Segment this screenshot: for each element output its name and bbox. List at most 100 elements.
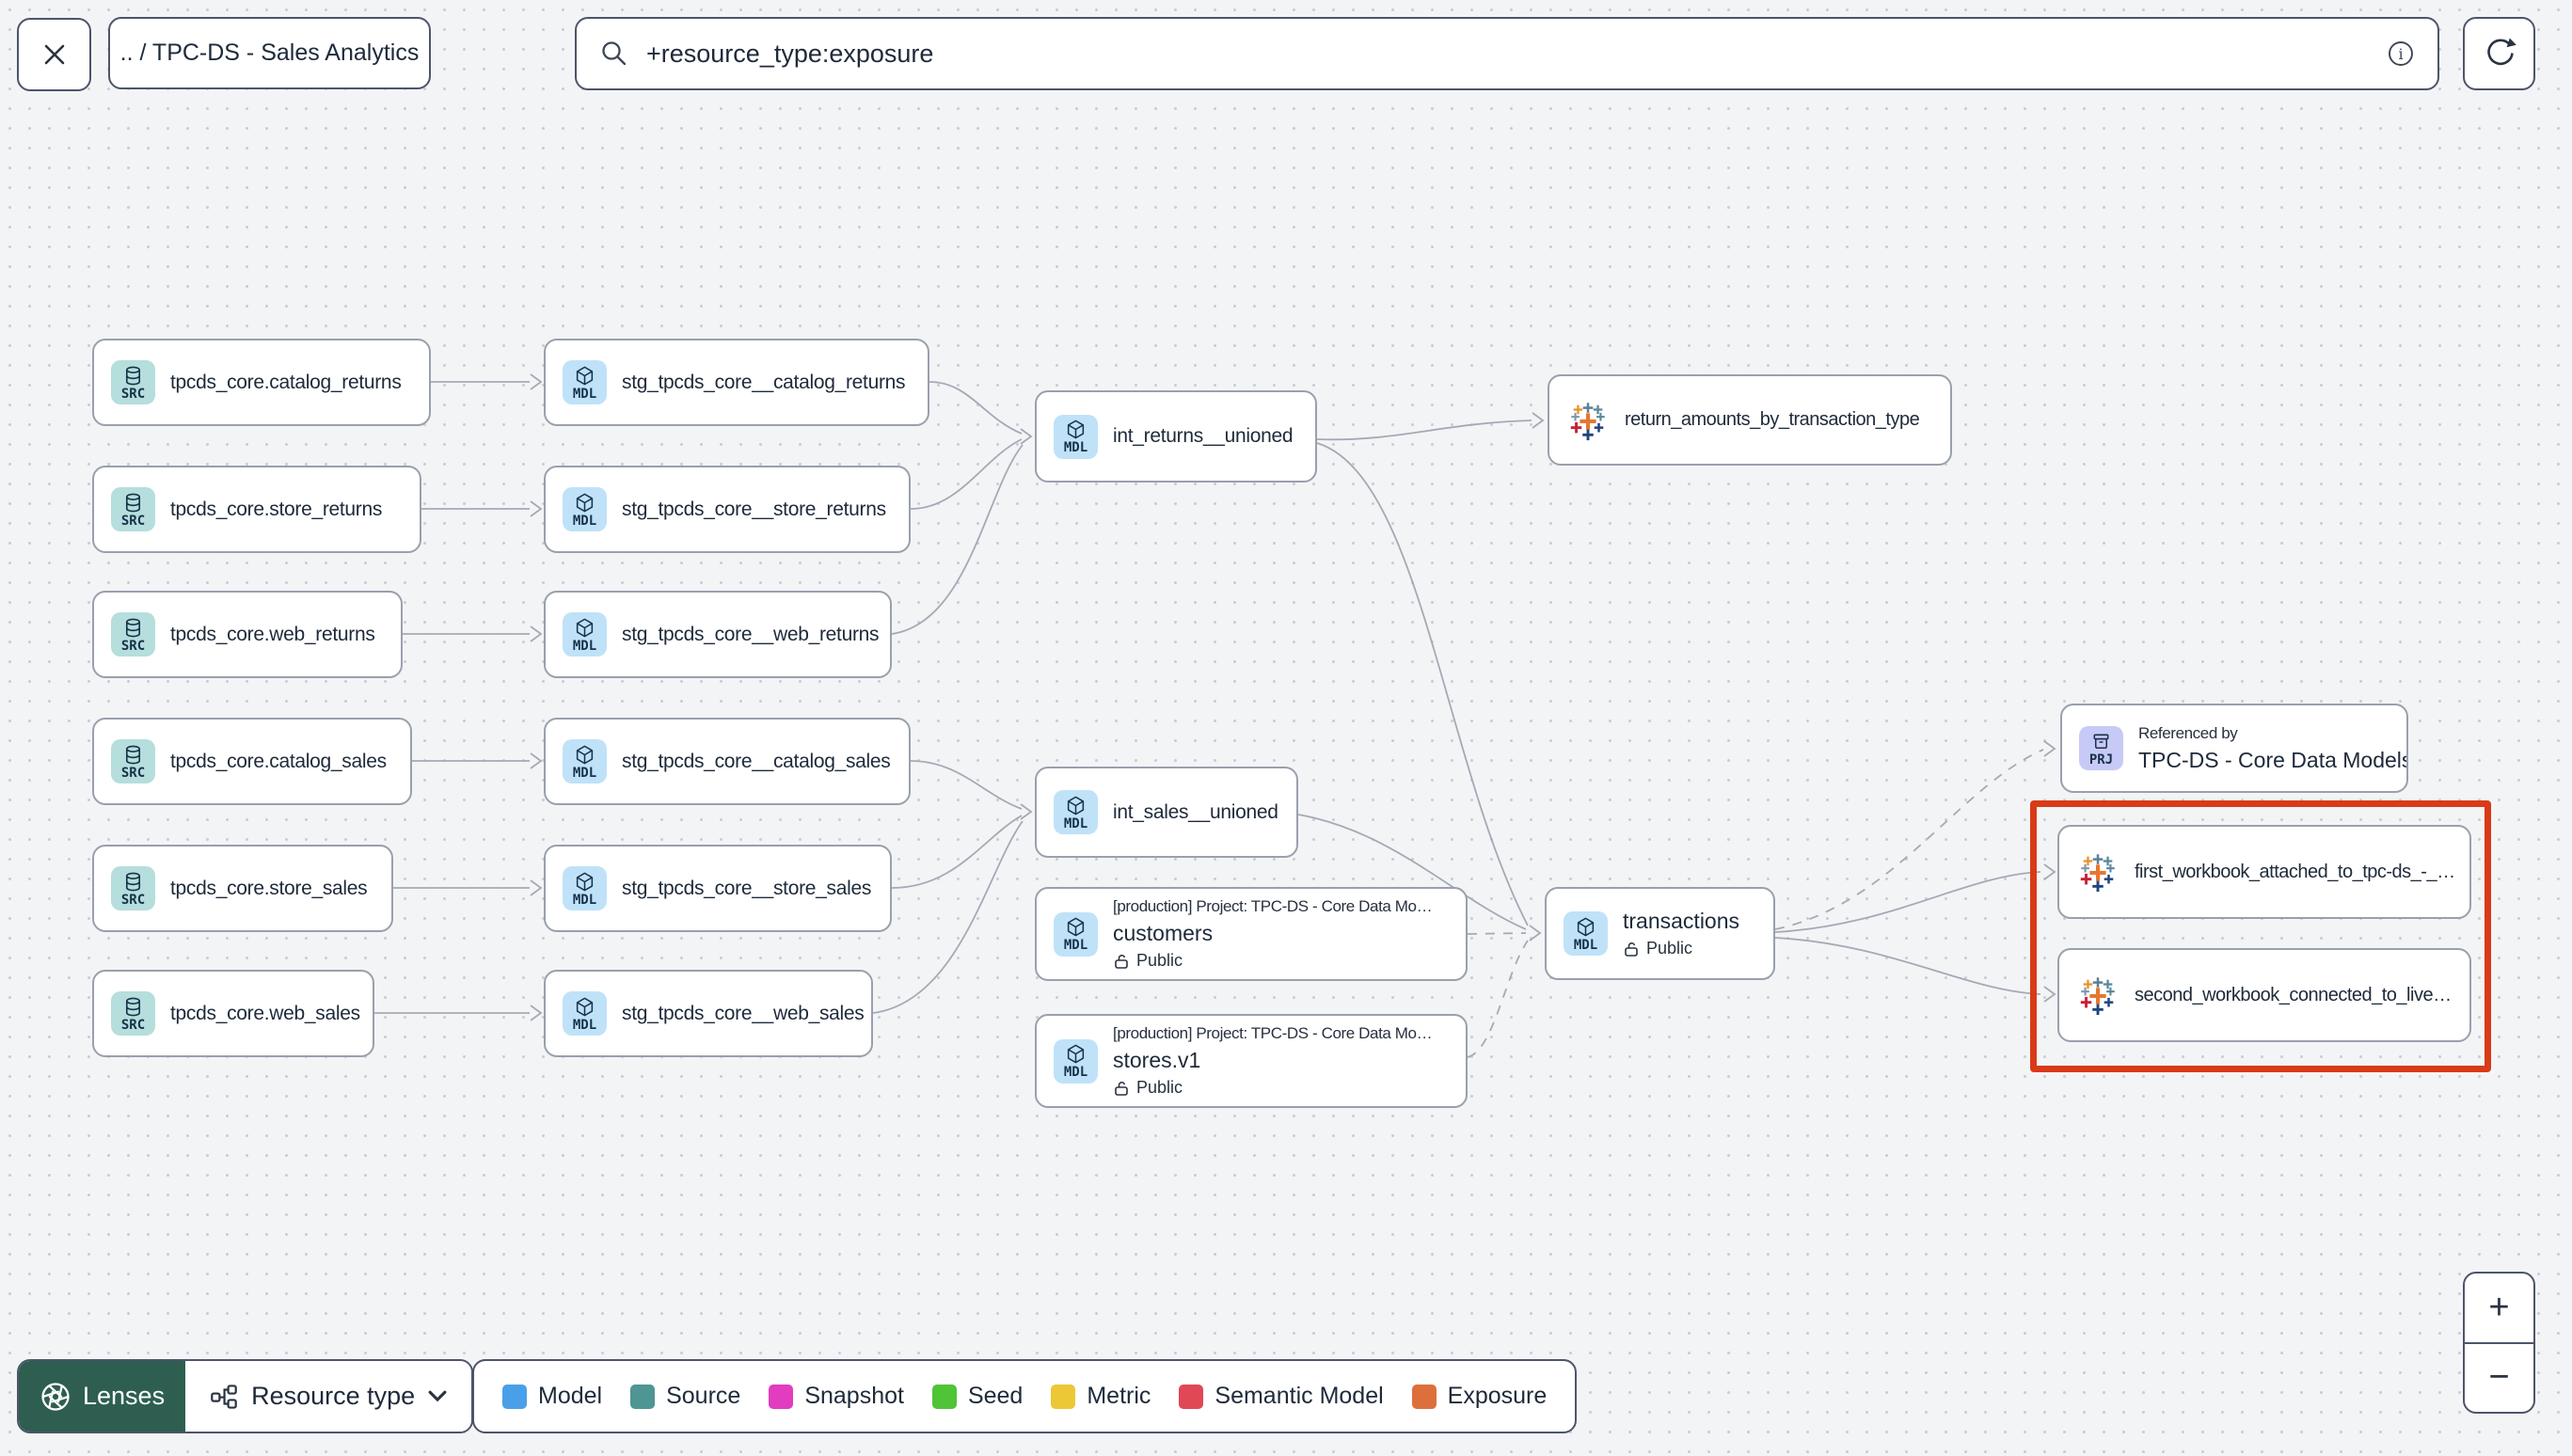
node-second-workbook[interactable]: second_workbook_connected_to_live… — [2057, 948, 2471, 1042]
legend-label: Metric — [1087, 1383, 1151, 1409]
node-header: Referenced by — [2138, 723, 2238, 742]
node-customers[interactable]: MDL[production] Project: TPC-DS - Core D… — [1035, 887, 1468, 981]
source-badge: SRC — [111, 360, 155, 404]
legend-label: Semantic Model — [1215, 1383, 1384, 1409]
node-first-workbook[interactable]: first_workbook_attached_to_tpc-ds_-_… — [2057, 825, 2471, 919]
node-label: int_returns__unioned — [1113, 425, 1294, 447]
lenses-label: Lenses — [83, 1382, 166, 1410]
legend-swatch — [1179, 1384, 1204, 1409]
legend-swatch — [502, 1384, 527, 1409]
model-badge: MDL — [1054, 414, 1098, 459]
edge-arrowhead-0 — [530, 373, 543, 390]
node-label: stg_tpcds_core__store_returns — [622, 498, 886, 520]
node-tpcds-core-catalog-returns[interactable]: SRC tpcds_core.catalog_returns — [92, 339, 431, 426]
node-label: stores.v1 — [1113, 1048, 1201, 1072]
legend-item-seed: Seed — [931, 1383, 1024, 1410]
cube-icon — [1067, 1044, 1085, 1064]
database-icon — [125, 745, 141, 764]
tableau-icon — [2080, 854, 2115, 893]
cube-icon — [576, 872, 594, 891]
database-icon — [125, 872, 141, 891]
edge-9 — [910, 760, 1023, 810]
edge-8 — [891, 444, 1024, 635]
zoom-in-button[interactable]: + — [2465, 1274, 2533, 1344]
source-badge: SRC — [111, 991, 155, 1036]
node-label: stg_tpcds_core__catalog_sales — [622, 750, 891, 772]
resource-type-dropdown[interactable]: Resource type — [185, 1361, 472, 1432]
legend-item-exposure: Exposure — [1411, 1383, 1547, 1410]
cube-icon — [576, 618, 594, 637]
refresh-button[interactable] — [2463, 17, 2535, 90]
edge-17 — [1774, 749, 2044, 930]
node-int-returns-unioned[interactable]: MDL int_returns__unioned — [1035, 390, 1317, 483]
resource-type-icon — [211, 1384, 237, 1409]
node-visibility: Public — [1113, 1078, 1432, 1098]
legend-item-source: Source — [630, 1383, 740, 1410]
node-label: tpcds_core.catalog_returns — [170, 371, 402, 393]
legend-swatch — [1411, 1384, 1437, 1409]
edge-18 — [1774, 871, 2041, 933]
legend-swatch — [931, 1384, 957, 1409]
node-label: stg_tpcds_core__store_sales — [622, 877, 872, 899]
close-icon — [44, 44, 64, 65]
info-icon[interactable]: i — [2387, 40, 2415, 68]
source-badge: SRC — [111, 487, 155, 531]
node-label: TPC-DS - Core Data Models — [2138, 747, 2408, 772]
close-button[interactable] — [17, 18, 91, 91]
zoom-out-button[interactable]: − — [2488, 1357, 2510, 1398]
tableau-icon — [2080, 977, 2115, 1016]
node-return-amounts-by-transaction-type[interactable]: return_amounts_by_transaction_type — [1548, 374, 1952, 466]
database-icon — [125, 493, 141, 512]
legend-swatch — [769, 1384, 794, 1409]
legend-item-semantic-model: Semantic Model — [1179, 1383, 1384, 1410]
node-label: return_amounts_by_transaction_type — [1625, 409, 1920, 430]
node-label: transactions — [1623, 909, 1740, 933]
model-badge: MDL — [1564, 911, 1608, 956]
database-icon — [125, 997, 141, 1016]
database-icon — [125, 618, 141, 637]
legend-label: Model — [538, 1383, 603, 1409]
legend-swatch — [630, 1384, 656, 1409]
unlock-icon — [1625, 942, 1638, 957]
legend-swatch — [1051, 1384, 1076, 1409]
edge-15 — [1467, 932, 1527, 935]
node-header: [production] Project: TPC-DS - Core Data… — [1113, 1024, 1433, 1042]
cube-icon — [576, 997, 594, 1016]
node-label: first_workbook_attached_to_tpc-ds_-_… — [2135, 861, 2455, 882]
unlock-icon — [1115, 954, 1128, 969]
aperture-icon — [41, 1382, 70, 1411]
lenses-button[interactable]: Lenses — [19, 1361, 186, 1432]
model-badge: MDL — [563, 612, 607, 657]
edge-arrowhead-12 — [2043, 986, 2056, 1003]
source-badge: SRC — [111, 612, 155, 657]
model-badge: MDL — [563, 487, 607, 531]
node-stg-tpcds-core-store-returns[interactable]: MDL stg_tpcds_core__store_returns — [544, 466, 911, 553]
node-tpcds-core-web-returns[interactable]: SRC tpcds_core.web_returns — [92, 591, 403, 678]
node-label: tpcds_core.web_returns — [170, 623, 375, 645]
legend-label: Seed — [967, 1383, 1024, 1409]
node-label: customers — [1113, 921, 1214, 945]
search-input[interactable] — [644, 38, 2372, 70]
edge-arrowhead-8 — [1532, 412, 1545, 429]
chevron-down-icon — [428, 1390, 447, 1402]
lenses-toolbar: Lenses Resource type — [17, 1359, 474, 1433]
node-stores-v1[interactable]: MDL[production] Project: TPC-DS - Core D… — [1035, 1014, 1468, 1108]
breadcrumb[interactable]: .. / TPC-DS - Sales Analytics — [108, 17, 431, 89]
edge-13 — [1316, 442, 1529, 926]
legend-item-model: Model — [502, 1383, 602, 1410]
